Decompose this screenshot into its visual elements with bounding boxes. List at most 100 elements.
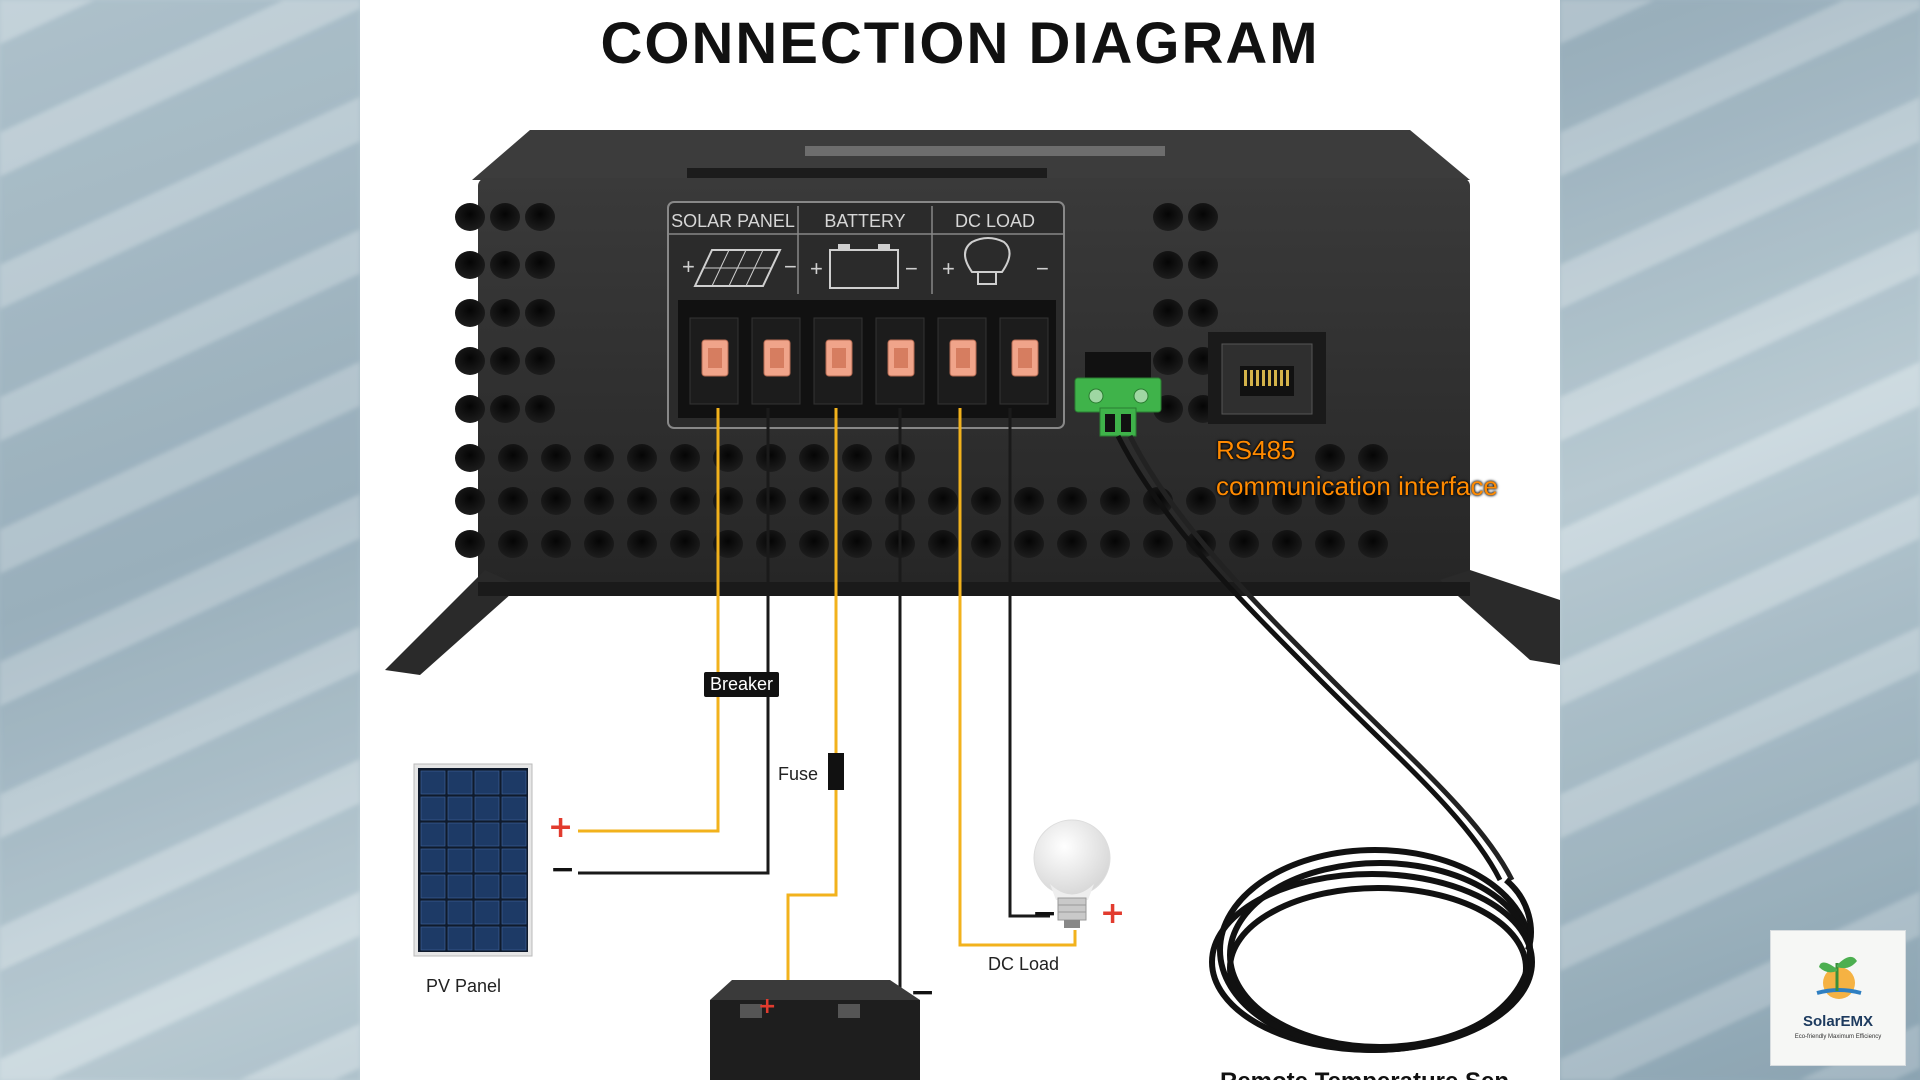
logo-plant-icon [1816,956,1862,999]
pv-panel-label: PV Panel [426,976,502,996]
rj45-pin [1244,370,1247,386]
terminal-screws [689,317,1049,405]
vent-hole [928,487,958,515]
rs485-title: RS485 [1216,435,1296,465]
vent-hole [1315,530,1345,558]
vent-hole [455,251,485,279]
vent-hole [1153,299,1183,327]
vent-hole [455,395,485,423]
pv-cell [420,770,446,795]
logo-tagline: Eco-friendly Maximum Efficiency [1794,1034,1882,1040]
vent-hole [670,530,700,558]
pv-cell [501,848,527,873]
pv-cell [420,822,446,847]
light-bulb [1033,819,1111,928]
vent-hole [455,347,485,375]
pv-cell [474,770,500,795]
device-top-ribs [687,168,1047,180]
vent-hole [713,487,743,515]
vent-hole [1358,530,1388,558]
vent-hole [490,203,520,231]
vent-hole [1186,487,1216,515]
rs485-connector [1074,352,1162,437]
pv-cell [474,900,500,925]
pv-cell [420,848,446,873]
pv-cell [447,796,473,821]
vent-hole [799,444,829,472]
vent-hole [455,487,485,515]
vent-hole [498,530,528,558]
pv-cell [501,770,527,795]
fuse [828,753,844,790]
pv-plus-sign: + [548,810,574,845]
pv-cell [474,848,500,873]
terminal-screw-core [1018,348,1032,368]
load-plus-sign: + [1100,896,1126,931]
terminal-sockets [678,300,1056,418]
vent-hole [1188,251,1218,279]
vent-hole [490,251,520,279]
vent-hole [713,444,743,472]
vent-hole [799,530,829,558]
pv-cell [447,874,473,899]
terminal-screw-core [770,348,784,368]
vent-hole [842,530,872,558]
svg-text:−: − [1036,256,1049,281]
vent-hole [1014,487,1044,515]
vent-hole [1315,444,1345,472]
vent-hole [1229,530,1259,558]
vent-hole [670,444,700,472]
battery-minus-sign: − [910,975,936,1010]
vent-hole [498,487,528,515]
vent-hole [490,299,520,327]
svg-text:+: + [682,254,695,279]
vent-hole [1315,487,1345,515]
rj45-pin [1262,370,1265,386]
vent-hole [490,395,520,423]
terminal-screw-core [832,348,846,368]
dc-load-label: DC Load [988,954,1060,974]
vent-hole [1153,251,1183,279]
vent-hole [525,347,555,375]
terminal-screw-core [956,348,970,368]
solar-panel-icon: + − [682,249,797,287]
background-right [1560,0,1920,1080]
terminal-screw-core [894,348,908,368]
vent-hole [1188,299,1218,327]
device-foot-left [385,570,520,675]
terminal-screw-core [708,348,722,368]
vent-hole [541,487,571,515]
diagram-canvas: SOLAR PANEL BATTERY DC LOAD + − + − [385,130,1560,1080]
vent-hole [584,487,614,515]
svg-text:−: − [784,254,797,279]
vent-hole [842,444,872,472]
vent-hole [1358,487,1388,515]
vent-hole [1229,487,1259,515]
vent-hole [455,444,485,472]
cable-coil [1209,847,1535,1053]
breaker-label: Breaker [704,672,780,697]
vent-hole [928,530,958,558]
solaremx-logo: SolarEMX Eco-friendly Maximum Efficiency [1770,930,1906,1066]
vent-hole [1153,203,1183,231]
battery-icon: + − [810,244,918,289]
vent-hole [1057,530,1087,558]
pv-cell [420,926,446,951]
rj45-pin [1280,370,1283,386]
pv-cell [474,822,500,847]
vent-hole [455,530,485,558]
vent-hole [670,487,700,515]
terminal-label-solar: SOLAR PANEL [671,211,795,231]
vent-hole [541,530,571,558]
rs485-label: RS485 communication interface [1216,432,1498,504]
pv-panel [413,763,533,957]
rj45-pin [1286,370,1289,386]
logo-name: SolarEMX [1802,1013,1874,1030]
vent-hole [525,251,555,279]
pv-cell [501,874,527,899]
pv-cell [501,900,527,925]
rj45-pin [1268,370,1271,386]
vent-hole [1014,530,1044,558]
vent-hole [455,203,485,231]
pv-cell [420,900,446,925]
